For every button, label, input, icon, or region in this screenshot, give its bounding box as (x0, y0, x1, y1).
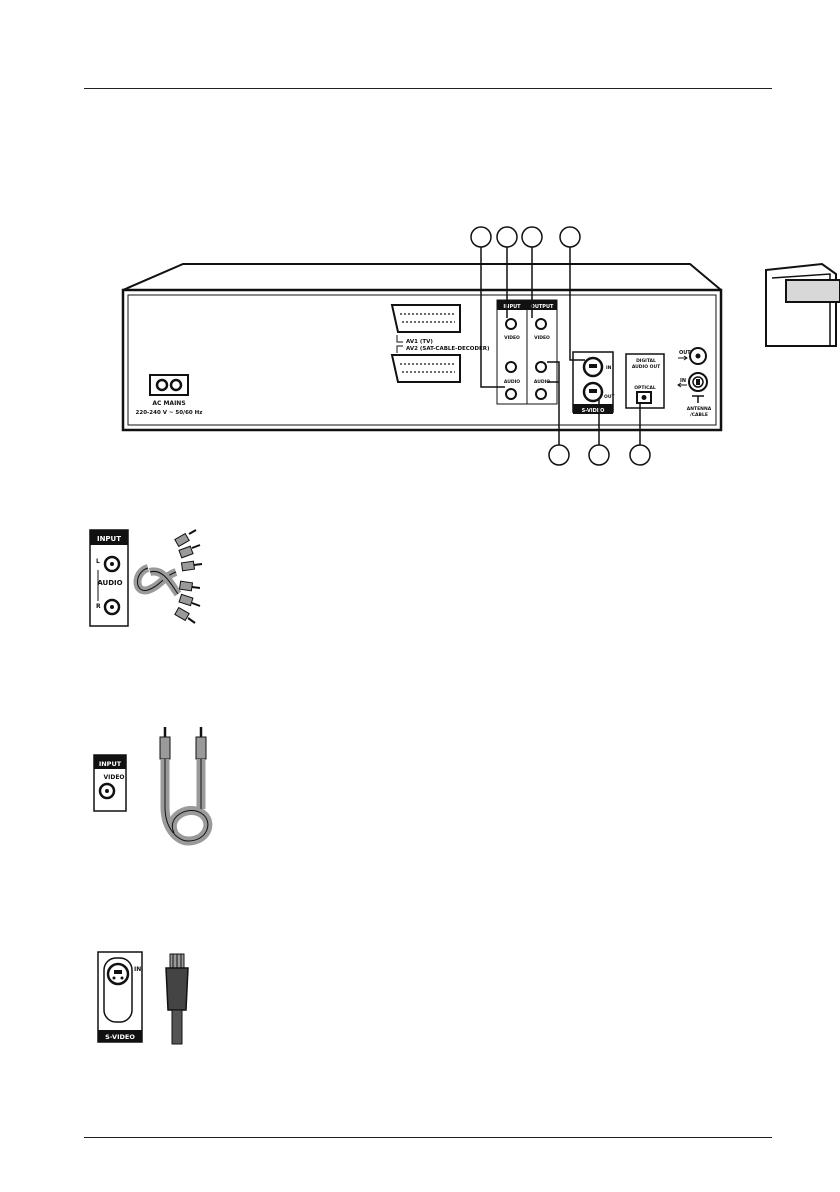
header-rule (84, 88, 772, 89)
ac-mains-spec: 220-240 V ~ 50/60 Hz (136, 410, 203, 416)
rf-in-connector (689, 373, 707, 391)
callout-markers-top (471, 227, 580, 247)
audio-fig-header: INPUT (97, 535, 121, 543)
input-audio-label: AUDIO (504, 379, 520, 385)
rf-out-connector (690, 348, 706, 364)
rear-panel-diagram: AC MAINS 220-240 V ~ 50/60 Hz AV1 (TV) A… (115, 222, 735, 468)
rca-video-cable-icon (160, 727, 208, 841)
output-header: OUTPUT (531, 304, 554, 310)
output-video-label: VIDEO (534, 335, 550, 341)
video-fig-label: VIDEO (103, 774, 124, 781)
antenna-label: ANTENNA (687, 406, 712, 412)
svideo-label: S-VIDEO (582, 408, 605, 414)
rca-audio-cable-icon (138, 530, 203, 623)
audio-fig-right: R (96, 603, 101, 610)
svideo-cable-icon (166, 954, 188, 1044)
scart-av1-connector (392, 305, 460, 332)
video-fig-header: INPUT (99, 760, 122, 768)
page-tab-icon (752, 262, 840, 352)
input-video-label: VIDEO (504, 335, 520, 341)
cable-label: /CABLE (690, 412, 708, 418)
svideo-fig-footer: S-VIDEO (105, 1033, 135, 1041)
svideo-out-label: OUT (604, 394, 615, 400)
svideo-figure: IN S-VIDEO (96, 950, 220, 1046)
rf-out-label: OUT (679, 350, 691, 356)
ac-mains-socket (150, 375, 188, 395)
callout-markers-bottom (549, 445, 650, 465)
scart-av2-connector (392, 355, 460, 382)
audio-fig-left: L (96, 558, 100, 565)
ac-mains-label: AC MAINS (152, 400, 185, 407)
svideo-in-label: IN (606, 365, 612, 371)
footer-rule (84, 1137, 772, 1138)
input-header: INPUT (503, 304, 521, 310)
audio-fig-label: AUDIO (97, 579, 122, 587)
av2-label: AV2 (SAT-CABLE-DECODER) (406, 346, 490, 352)
av1-label: AV1 (TV) (406, 339, 433, 345)
audio-input-figure: INPUT L AUDIO R (88, 528, 220, 636)
optical-label: OPTICAL (634, 385, 656, 391)
digital-label: DIGITAL (636, 358, 656, 364)
video-input-figure: INPUT VIDEO (92, 725, 222, 855)
audio-out-label: AUDIO OUT (632, 364, 661, 370)
svideo-fig-in: IN (134, 966, 141, 973)
